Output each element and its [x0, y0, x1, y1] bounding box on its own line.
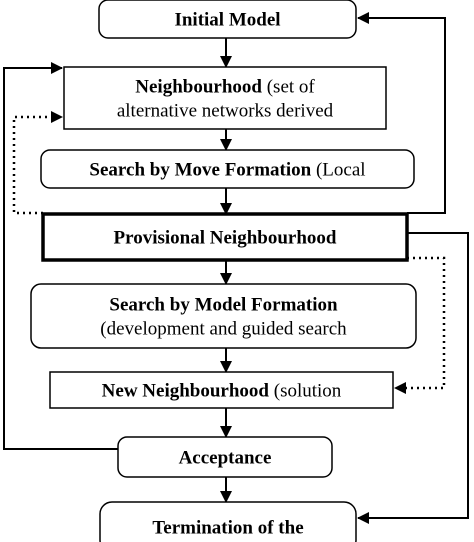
node-neighbourhood: Neighbourhood (set of alternative network… — [63, 66, 387, 130]
node-box-initial-model — [98, 0, 357, 39]
node-box-acceptance — [117, 436, 333, 478]
node-provisional: Provisional Neighbourhood — [41, 212, 409, 262]
node-label-segment: (set of — [262, 76, 315, 97]
node-label-search-model-line-0: Search by Model Formation — [109, 294, 338, 315]
edges-layer — [3, 12, 469, 524]
edge-provisional-to-initial-model — [357, 12, 446, 214]
node-label-segment: Search by Move Formation — [89, 159, 311, 180]
node-initial-model: Initial Model — [98, 0, 357, 39]
node-label-segment: (development and guided search — [100, 318, 347, 339]
node-label-segment: Termination of the — [152, 517, 303, 538]
node-search-model: Search by Model Formation (development an… — [30, 283, 417, 349]
node-label-segment: Search by Model Formation — [109, 294, 338, 315]
edge-acceptance-to-neighbourhood — [3, 62, 118, 450]
node-box-neighbourhood — [63, 66, 387, 130]
node-label-search-move-line-0: Search by Move Formation (Local — [89, 159, 365, 180]
node-label-neighbourhood-line-0: Neighbourhood (set of — [135, 76, 315, 97]
node-label-initial-model-line-0: Initial Model — [174, 9, 280, 30]
node-box-search-model — [30, 283, 417, 349]
node-label-segment: (Local — [311, 159, 365, 180]
node-box-termination — [99, 501, 357, 542]
edge-provisional-to-new-neighbourhood-dotted — [394, 256, 446, 394]
node-label-segment: (solution — [269, 380, 342, 401]
node-termination: Termination of the — [99, 501, 357, 542]
node-label-segment: Initial Model — [174, 9, 280, 30]
node-label-search-model-line-1: (development and guided search — [100, 318, 347, 339]
node-box-provisional — [41, 212, 409, 262]
node-label-acceptance-line-0: Acceptance — [179, 447, 272, 468]
node-label-segment: alternative networks derived — [117, 100, 334, 121]
node-label-new-neighbourhood-line-0: New Neighbourhood (solution — [102, 380, 342, 401]
node-label-segment: New Neighbourhood — [102, 380, 270, 401]
node-label-segment: Acceptance — [179, 447, 272, 468]
node-acceptance: Acceptance — [117, 436, 333, 478]
node-label-termination-line-0: Termination of the — [152, 517, 303, 538]
edge-provisional-to-termination — [357, 232, 469, 524]
node-search-move: Search by Move Formation (Local — [40, 149, 415, 189]
node-label-segment: Neighbourhood — [135, 76, 262, 97]
node-new-neighbourhood: New Neighbourhood (solution — [49, 371, 394, 409]
node-box-search-move — [40, 149, 415, 189]
node-box-new-neighbourhood — [49, 371, 394, 409]
node-label-segment: Provisional Neighbourhood — [114, 227, 337, 248]
node-label-neighbourhood-line-1: alternative networks derived — [117, 100, 334, 121]
node-label-provisional-line-0: Provisional Neighbourhood — [114, 227, 337, 248]
